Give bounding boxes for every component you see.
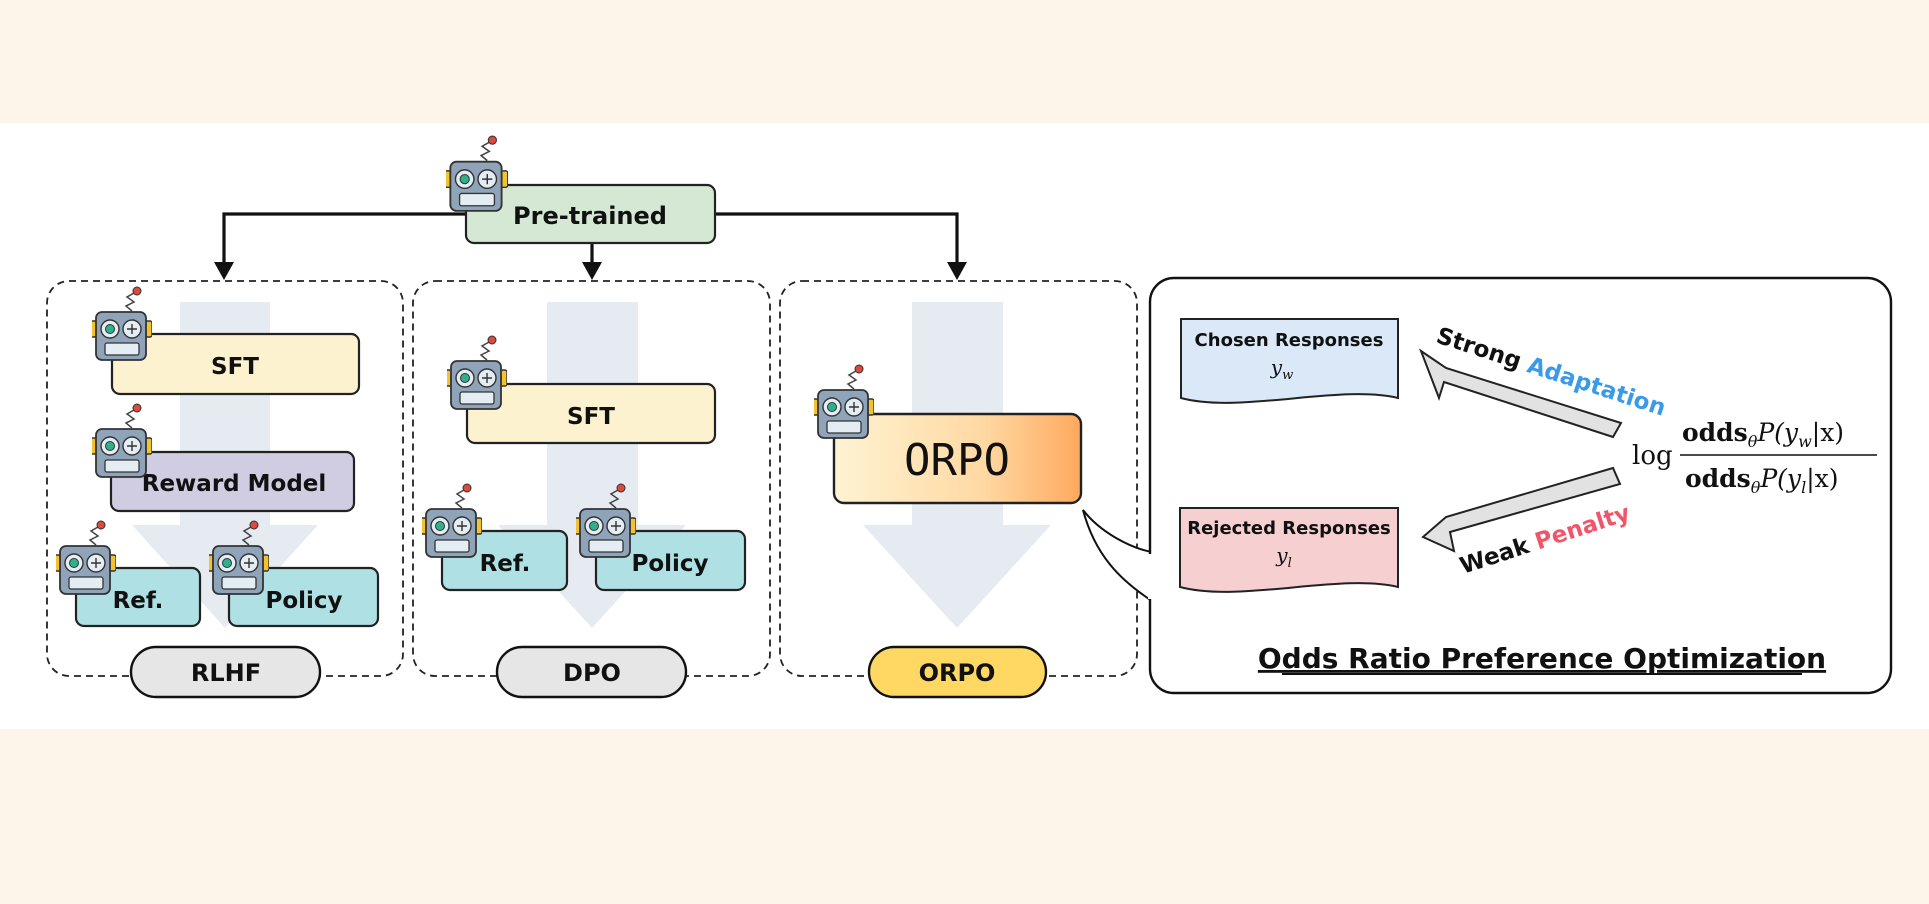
log-odds-ratio-formula: log oddsθP(yw|x) oddsθP(yl|x) [1632, 418, 1877, 497]
rlhf-sft-label: SFT [211, 354, 259, 380]
rlhf-group [46, 280, 404, 677]
rejected-responses-doc [1179, 507, 1399, 593]
arrowhead-to-orpo [947, 262, 967, 280]
orpo-pill [867, 645, 1048, 699]
callout-tail [1082, 509, 1153, 603]
robot-icon [92, 403, 152, 478]
orpo-box [832, 412, 1083, 505]
rejected-variable: yl [1275, 543, 1291, 571]
rlhf-name: RLHF [191, 659, 261, 687]
rlhf-policy-box [227, 566, 380, 628]
pretrained-connectors [222, 212, 959, 263]
dpo-ref-label: Ref. [480, 551, 531, 577]
pretrained-box [464, 183, 717, 245]
robot-icon [446, 135, 508, 212]
robot-icon [447, 335, 507, 410]
formula-log: log [1632, 441, 1673, 471]
robot-icon [422, 483, 482, 558]
rlhf-policy-label: Policy [265, 588, 342, 614]
chosen-title: Chosen Responses [1195, 330, 1384, 351]
orpo-name: ORPO [919, 659, 996, 687]
rlhf-pill [129, 645, 322, 699]
arrowhead-to-dpo [582, 262, 602, 280]
dpo-sft-box [465, 382, 717, 445]
rlhf-reward-model-label: Reward Model [142, 471, 327, 497]
strong-adaptation-arrow [1418, 348, 1623, 439]
rlhf-sft-box [110, 332, 361, 396]
dpo-policy-box [594, 529, 747, 592]
rlhf-ref-label: Ref. [113, 588, 164, 614]
dpo-pill [495, 645, 688, 699]
rejected-title: Rejected Responses [1187, 518, 1391, 539]
dpo-policy-label: Policy [631, 551, 708, 577]
dpo-sft-label: SFT [567, 404, 615, 430]
orpo-detail-title: Odds Ratio Preference Optimization [1258, 642, 1826, 675]
orpo-box-label: ORPO [904, 435, 1010, 486]
dpo-name: DPO [563, 659, 621, 687]
chosen-variable: yw [1270, 355, 1293, 383]
orpo-comparison-diagram: Pre-trained SFT Reward Model Ref. Policy… [46, 135, 1893, 699]
formula-denominator: oddsθP(yl|x) [1685, 464, 1838, 497]
pretrained-label: Pre-trained [513, 202, 667, 230]
formula-numerator: oddsθP(yw|x) [1682, 418, 1844, 451]
callout-tail-cover [1148, 554, 1154, 599]
robot-icon [814, 364, 874, 439]
weak-penalty-arrow [1421, 466, 1622, 553]
robot-icon [92, 286, 152, 361]
rlhf-reward-model-box [109, 450, 356, 513]
arrowhead-to-rlhf [214, 262, 234, 280]
robot-icon [56, 520, 116, 595]
chosen-responses-doc [1180, 318, 1399, 404]
